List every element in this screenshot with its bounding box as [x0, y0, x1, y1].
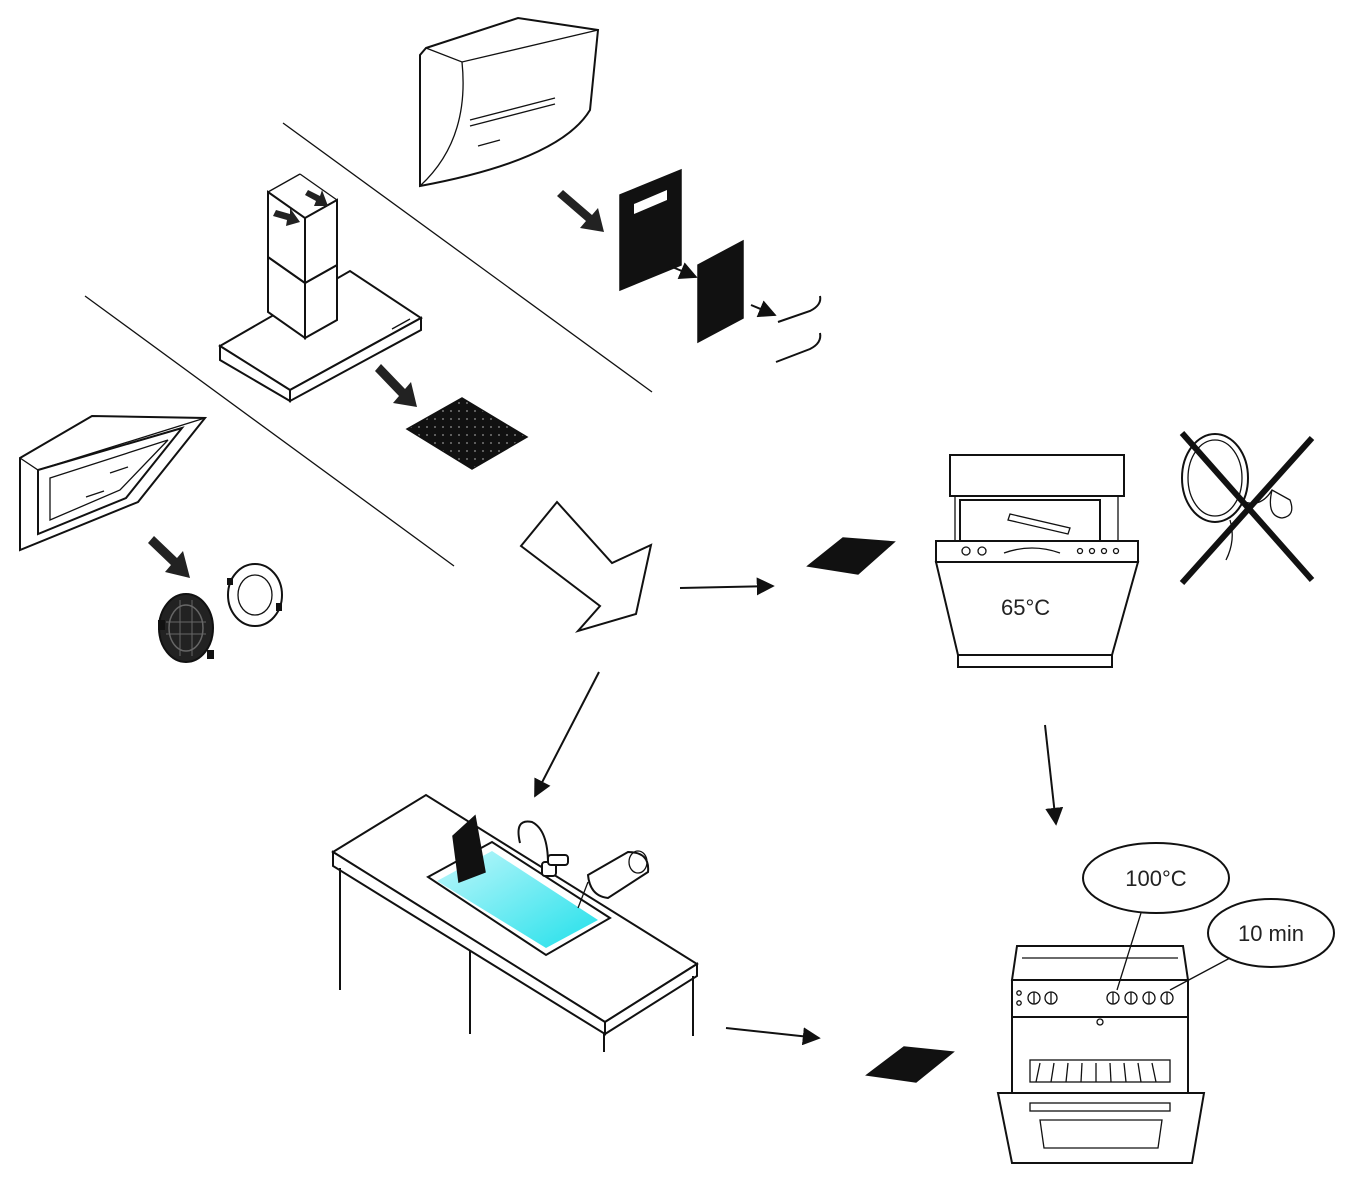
divider-line-lower: [84, 295, 455, 567]
chimney-hood-icon: [218, 173, 423, 403]
dishwasher-icon: [934, 454, 1140, 668]
remove-filter-arrow-icon: [148, 536, 190, 578]
oven-icon: [996, 945, 1206, 1164]
filter-frame-ring-icon: [227, 563, 283, 627]
arrow-sink-to-oven-icon: [725, 1027, 821, 1046]
filter-pad-icon: [697, 239, 744, 344]
divider-line-upper: [282, 122, 653, 393]
cross-icon: [1179, 431, 1315, 586]
filter-panel-icon: [619, 168, 682, 292]
arrow-to-dishwasher-icon: [679, 577, 775, 596]
round-carbon-filter-icon: [158, 593, 214, 663]
big-outline-arrow-icon: [519, 500, 653, 633]
metal-grease-filter-icon: [405, 397, 529, 470]
oven-temp-callout: 100°C: [1082, 842, 1230, 991]
arrow-icon: [669, 262, 698, 279]
sink-counter-icon: [331, 793, 699, 1052]
remove-filter-arrow-icon: [375, 364, 417, 407]
oven-temp-label: 100°C: [1125, 866, 1187, 891]
filter-clips-icon: [775, 295, 822, 363]
oven-time-label: 10 min: [1238, 921, 1304, 946]
glass-hood-icon: [19, 414, 208, 552]
arrow-dishwasher-to-oven-icon: [1044, 724, 1064, 826]
arrow-icon: [750, 300, 777, 318]
dishwasher-temp-label: 65°C: [1001, 595, 1050, 620]
filter-pad-icon: [865, 1046, 955, 1083]
remove-filter-arrow-icon: [557, 190, 604, 232]
oven-rack: [1035, 1062, 1157, 1083]
arrow-to-sink-icon: [534, 671, 600, 798]
oven-time-callout: 10 min: [1169, 898, 1335, 991]
filter-pad-icon: [806, 537, 896, 575]
angled-hood-icon: [419, 16, 600, 188]
